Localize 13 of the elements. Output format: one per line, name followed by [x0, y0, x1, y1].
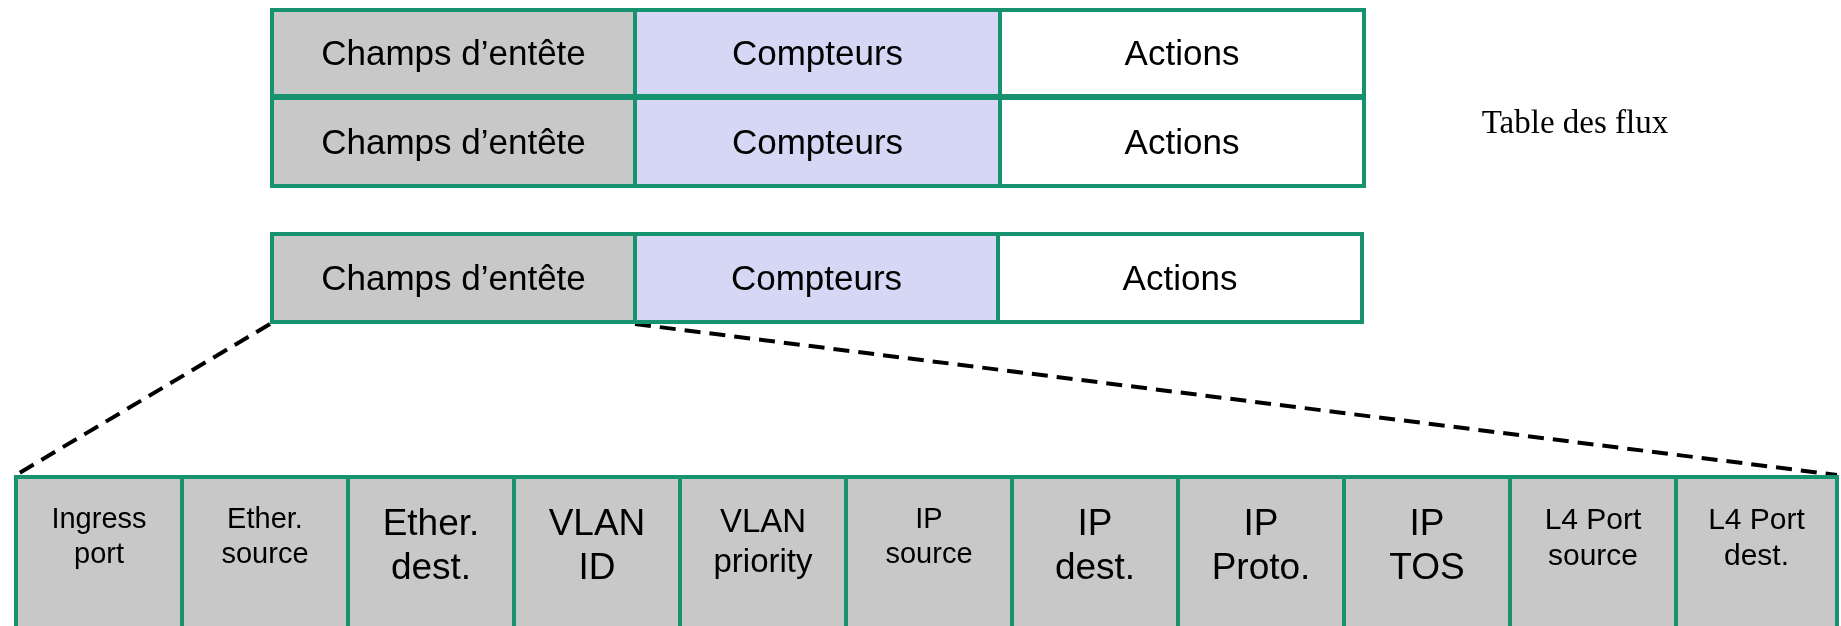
field-row-band [14, 475, 1839, 626]
table-cell: VLAN ID [516, 479, 682, 626]
table-cell: Ether. source [184, 479, 350, 626]
table-caption: Table des flux [1480, 103, 1670, 142]
table-cell: IP Proto. [1180, 479, 1346, 626]
table-cell: IP source [848, 479, 1014, 626]
table-cell: Ether. dest. [350, 479, 516, 626]
dashed-line [634, 322, 1838, 477]
table-cell: VLAN priority [682, 479, 848, 626]
table-cell: IP dest. [1014, 479, 1180, 626]
table-cell: IP TOS [1346, 479, 1512, 626]
table-cell: L4 Port source [1512, 479, 1678, 626]
table-cell: Ingress port [18, 479, 184, 626]
